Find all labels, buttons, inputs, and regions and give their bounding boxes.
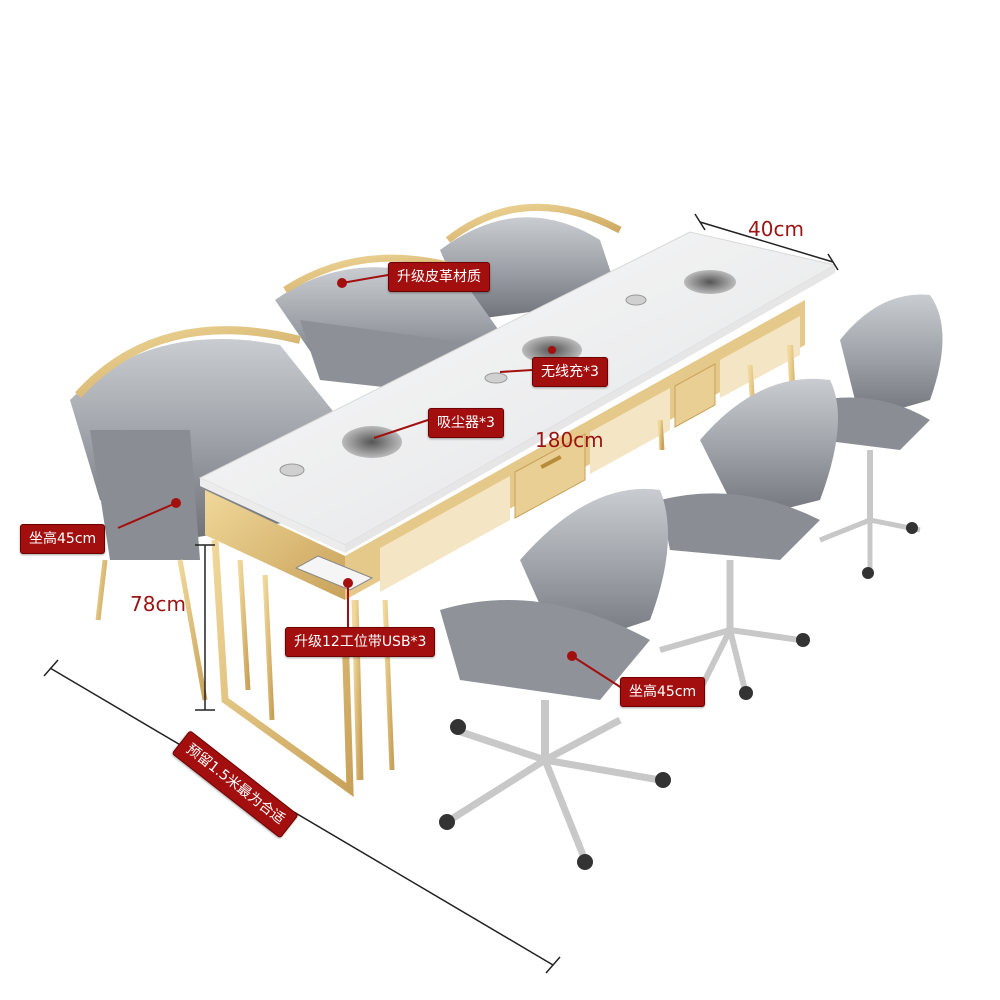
nail-table [198, 231, 837, 797]
swivel-chair-back [819, 294, 943, 579]
callout-seat-height-right: 坐高45cm [620, 677, 706, 707]
swivel-chair-middle [659, 378, 838, 700]
callout-wireless-charge: 无线充*3 [532, 357, 608, 387]
callout-leather: 升级皮革材质 [388, 262, 490, 292]
callout-vacuum: 吸尘器*3 [428, 408, 504, 438]
dimension-height: 78cm [130, 592, 186, 616]
callout-seat-height-left: 坐高45cm [20, 524, 106, 554]
swivel-chair-front [439, 488, 671, 870]
dimension-length: 180cm [535, 428, 604, 452]
callout-power-strip: 升级12工位带USB*3 [285, 627, 436, 657]
dimension-lines [43, 213, 839, 974]
dimension-depth: 40cm [748, 217, 804, 241]
callout-leaders [117, 274, 626, 691]
